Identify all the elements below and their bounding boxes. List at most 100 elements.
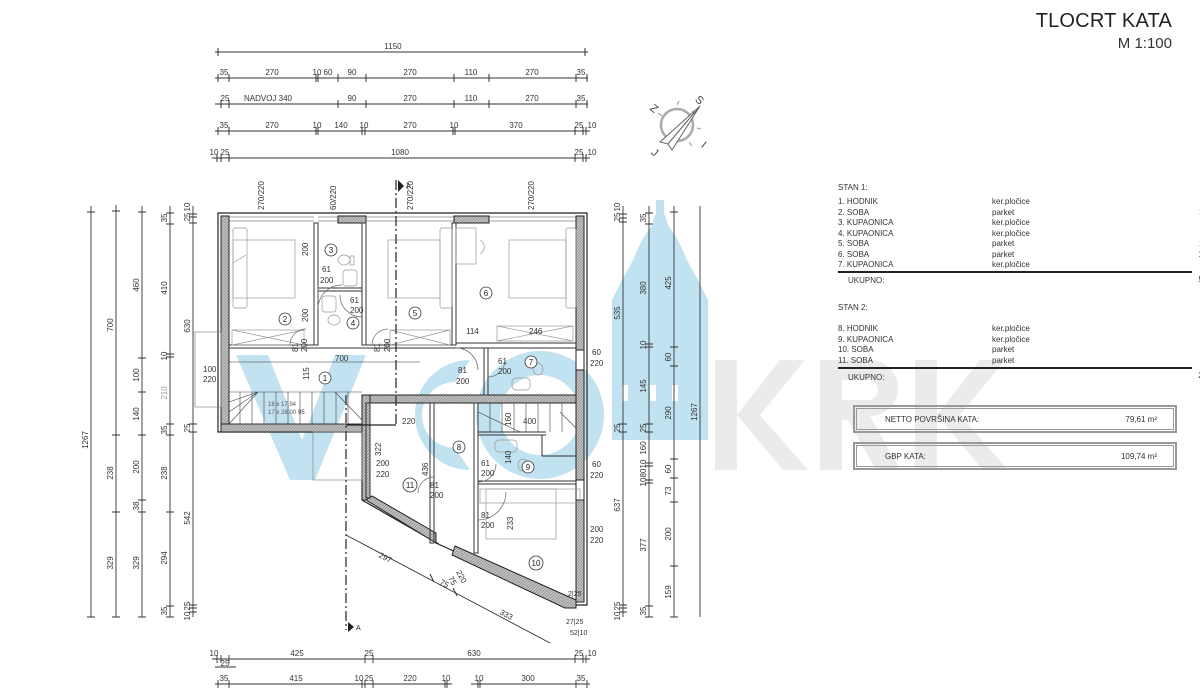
stan2-total-label: UKUPNO: [848,373,885,382]
netto-area-value: 79,61 m² [1125,415,1157,424]
stan1-total-label: UKUPNO: [848,276,885,285]
svg-text:290: 290 [664,406,673,420]
drawing-title: TLOCRT KATA [1035,10,1172,32]
svg-text:10: 10 [210,148,219,157]
svg-text:200: 200 [481,521,495,530]
svg-text:52|10: 52|10 [570,630,587,637]
svg-text:25: 25 [575,649,584,658]
svg-text:10: 10 [639,340,648,349]
room-8-marker: 8 [452,440,466,454]
room-3-marker: 3 [324,243,338,257]
room-6-marker: 6 [479,286,493,300]
room-numbers: 1 2 3 4 5 6 7 8 9 10 11 [278,243,544,571]
svg-text:1150: 1150 [384,42,402,51]
svg-text:25: 25 [575,121,584,130]
svg-text:436: 436 [421,462,430,476]
svg-text:10: 10 [588,148,597,157]
svg-text:322: 322 [374,442,383,456]
netto-area-label: NETTO POVRŠINA KATA: [885,415,980,424]
svg-text:10: 10 [613,611,622,620]
svg-text:10: 10 [210,649,219,658]
svg-text:140: 140 [504,450,513,464]
svg-text:114: 114 [466,327,479,336]
svg-text:38: 38 [132,501,141,510]
gbp-area-box: GBP KATA: 109,74 m² [853,442,1177,470]
svg-text:25: 25 [613,423,622,432]
svg-text:11: 11 [406,481,415,490]
svg-text:270: 270 [525,68,539,77]
svg-text:25: 25 [613,212,622,221]
room-5-marker: 5 [408,306,422,320]
svg-text:415: 415 [289,674,303,683]
svg-text:270: 270 [265,121,279,130]
svg-text:246: 246 [529,327,543,336]
left-dimensions [87,205,197,618]
svg-text:25: 25 [365,674,374,683]
svg-text:200: 200 [320,276,334,285]
svg-text:200: 200 [590,525,604,534]
svg-text:1: 1 [323,374,328,383]
room-9-marker: 9 [521,460,535,474]
svg-text:25: 25 [183,601,192,610]
svg-text:81: 81 [458,366,467,375]
svg-text:25: 25 [221,659,230,668]
svg-text:7: 7 [529,358,534,367]
furniture [231,227,581,540]
diagonal-dimension: 297 75 333 [345,534,551,644]
svg-text:10: 10 [183,611,192,620]
legend-row: 10. SOBAparket9,30 m² [838,345,1015,354]
svg-text:200: 200 [383,338,392,352]
room-2-marker: 2 [278,312,292,326]
svg-text:425: 425 [290,649,304,658]
svg-text:630: 630 [183,319,192,333]
svg-text:3: 3 [329,246,334,255]
svg-text:10: 10 [355,674,364,683]
svg-text:200: 200 [481,469,495,478]
gbp-area-label: GBP KATA: [885,452,926,461]
svg-text:300: 300 [521,674,535,683]
svg-text:25: 25 [221,94,230,103]
svg-text:200: 200 [300,338,309,352]
svg-text:60: 60 [592,348,601,357]
svg-text:220: 220 [403,674,417,683]
svg-text:1267: 1267 [690,403,699,421]
room-10-marker: 10 [528,555,544,571]
walls [194,212,588,609]
svg-text:100: 100 [203,365,217,374]
svg-text:35: 35 [160,606,169,615]
svg-text:270: 270 [525,94,539,103]
svg-text:200: 200 [430,491,444,500]
svg-text:542: 542 [183,511,192,525]
svg-text:NADVOJ 340: NADVOJ 340 [244,94,293,103]
svg-text:2|25: 2|25 [568,591,582,598]
svg-text:60: 60 [664,464,673,473]
svg-text:4: 4 [351,319,356,328]
svg-text:61: 61 [498,357,507,366]
svg-text:377: 377 [639,538,648,552]
svg-text:I: I [698,140,708,151]
svg-text:380: 380 [639,281,648,295]
top-dimension-labels: 1150 35 270 10 60 90 270 110 270 35 25 N… [210,42,597,157]
svg-text:6: 6 [484,289,489,298]
svg-text:A: A [406,183,411,190]
svg-text:370: 370 [509,121,523,130]
svg-text:35: 35 [160,213,169,222]
svg-text:460: 460 [132,278,141,292]
svg-text:90: 90 [348,94,357,103]
svg-text:10: 10 [313,121,322,130]
svg-text:200: 200 [301,242,310,256]
svg-text:400: 400 [523,417,537,426]
left-dimension-labels: 1267 700 238 329 460 100 140 200 38 329 … [81,202,192,620]
svg-text:270: 270 [265,68,279,77]
svg-text:25: 25 [183,212,192,221]
svg-text:8: 8 [457,443,462,452]
svg-text:81: 81 [481,511,490,520]
room-11-marker: 11 [402,477,418,493]
legend-row: 11. SOBAparket8,33 m² [838,355,1015,365]
svg-text:81: 81 [430,481,439,490]
